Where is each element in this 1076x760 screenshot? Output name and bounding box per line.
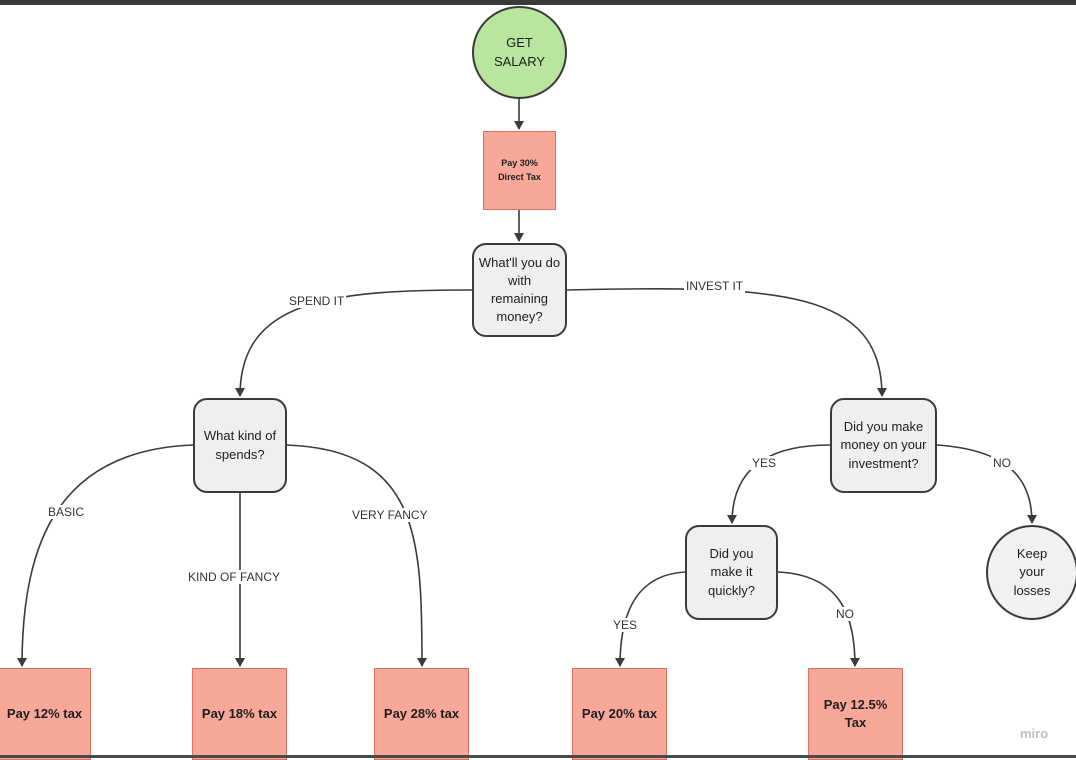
edge-label-no-invest: NO: [991, 456, 1013, 470]
made-money-label: Did you make money on your investment?: [840, 419, 927, 471]
tax-12-label: Pay 12% tax: [6, 705, 83, 721]
edge-label-kind-of-fancy: KIND OF FANCY: [186, 570, 283, 584]
edge-invest-it: [566, 287, 887, 397]
keep-losses-label: Keep your losses: [1013, 546, 1051, 598]
edge-yes-invest: [727, 444, 831, 524]
remaining-money-decision[interactable]: What'll you do with remaining money?: [472, 243, 567, 337]
remaining-money-label: What'll you do with remaining money?: [478, 254, 561, 325]
edge-very-fancy: [286, 444, 427, 667]
kind-of-spends-label: What kind of spends?: [203, 428, 277, 462]
edge-yes-quick: [615, 571, 686, 667]
direct-tax-label: Pay 30% Direct Tax: [498, 158, 541, 182]
edge-spend-it: [235, 289, 473, 397]
tax-28-node[interactable]: Pay 28% tax: [374, 668, 469, 760]
tax-12-5-node[interactable]: Pay 12.5% Tax: [808, 668, 903, 760]
edge-no-quick: [777, 571, 860, 667]
get-salary-node[interactable]: GET SALARY: [472, 6, 567, 99]
edge-label-yes-quick: YES: [611, 618, 640, 632]
edge-no-invest: [936, 444, 1037, 524]
tax-18-node[interactable]: Pay 18% tax: [192, 668, 287, 760]
get-salary-label: GET SALARY: [493, 35, 546, 69]
edge-label-invest-it: INVEST IT: [684, 279, 746, 293]
bottom-border: [0, 755, 1076, 758]
edge-label-no-quick: NO: [834, 607, 856, 621]
tax-12-5-label: Pay 12.5% Tax: [823, 696, 888, 730]
miro-watermark: miro: [1020, 726, 1049, 741]
tax-12-node[interactable]: Pay 12% tax: [0, 668, 91, 760]
quickly-decision[interactable]: Did you make it quickly?: [685, 525, 778, 620]
tax-28-label: Pay 28% tax: [383, 705, 460, 721]
tax-20-label: Pay 20% tax: [581, 705, 658, 721]
edge-label-yes-invest: YES: [750, 456, 779, 470]
edge-label-very-fancy: VERY FANCY: [350, 508, 430, 522]
edge-basic: [17, 444, 194, 667]
tax-20-node[interactable]: Pay 20% tax: [572, 668, 667, 760]
tax-18-label: Pay 18% tax: [201, 705, 278, 721]
edge-label-basic: BASIC: [46, 505, 87, 519]
kind-of-spends-decision[interactable]: What kind of spends?: [193, 398, 287, 493]
made-money-decision[interactable]: Did you make money on your investment?: [830, 398, 937, 493]
top-border: [0, 0, 1076, 5]
quickly-label: Did you make it quickly?: [708, 546, 755, 598]
direct-tax-node[interactable]: Pay 30% Direct Tax: [483, 131, 556, 210]
keep-losses-node[interactable]: Keep your losses: [986, 525, 1076, 620]
edge-label-spend-it: SPEND IT: [287, 294, 347, 308]
